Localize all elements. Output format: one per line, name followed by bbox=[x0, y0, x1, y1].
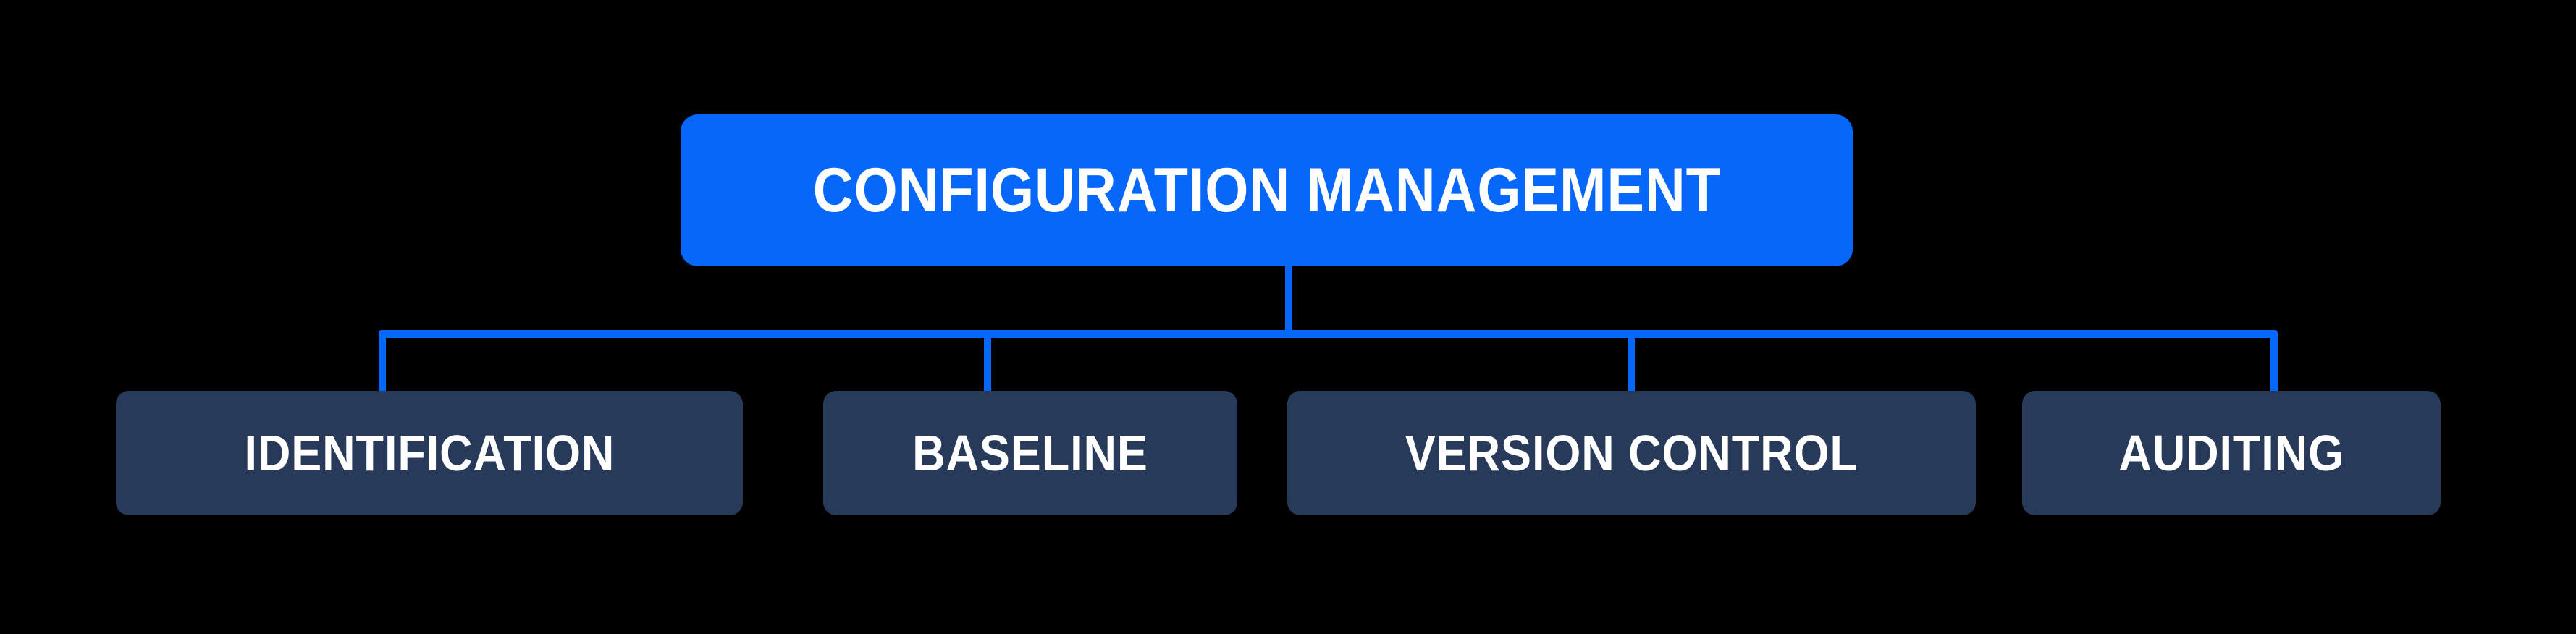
child-node-label: VERSION CONTROL bbox=[1405, 425, 1859, 481]
root-node-label: CONFIGURATION MANAGEMENT bbox=[812, 155, 1721, 225]
root-node-configuration-management: CONFIGURATION MANAGEMENT bbox=[681, 114, 1853, 266]
connector-root-stub bbox=[1285, 266, 1292, 332]
child-node-auditing: AUDITING bbox=[2022, 391, 2441, 515]
child-node-label: BASELINE bbox=[912, 425, 1148, 481]
connector-horizontal-rail bbox=[379, 330, 2278, 338]
connector-drop-auditing bbox=[2270, 334, 2278, 392]
child-node-baseline: BASELINE bbox=[823, 391, 1237, 515]
child-node-version-control: VERSION CONTROL bbox=[1287, 391, 1976, 515]
child-node-identification: IDENTIFICATION bbox=[116, 391, 743, 515]
child-node-label: IDENTIFICATION bbox=[244, 425, 615, 481]
connector-drop-version-control bbox=[1628, 334, 1635, 392]
child-node-label: AUDITING bbox=[2118, 425, 2344, 481]
connector-drop-baseline bbox=[984, 334, 991, 392]
connector-drop-identification bbox=[379, 334, 386, 392]
